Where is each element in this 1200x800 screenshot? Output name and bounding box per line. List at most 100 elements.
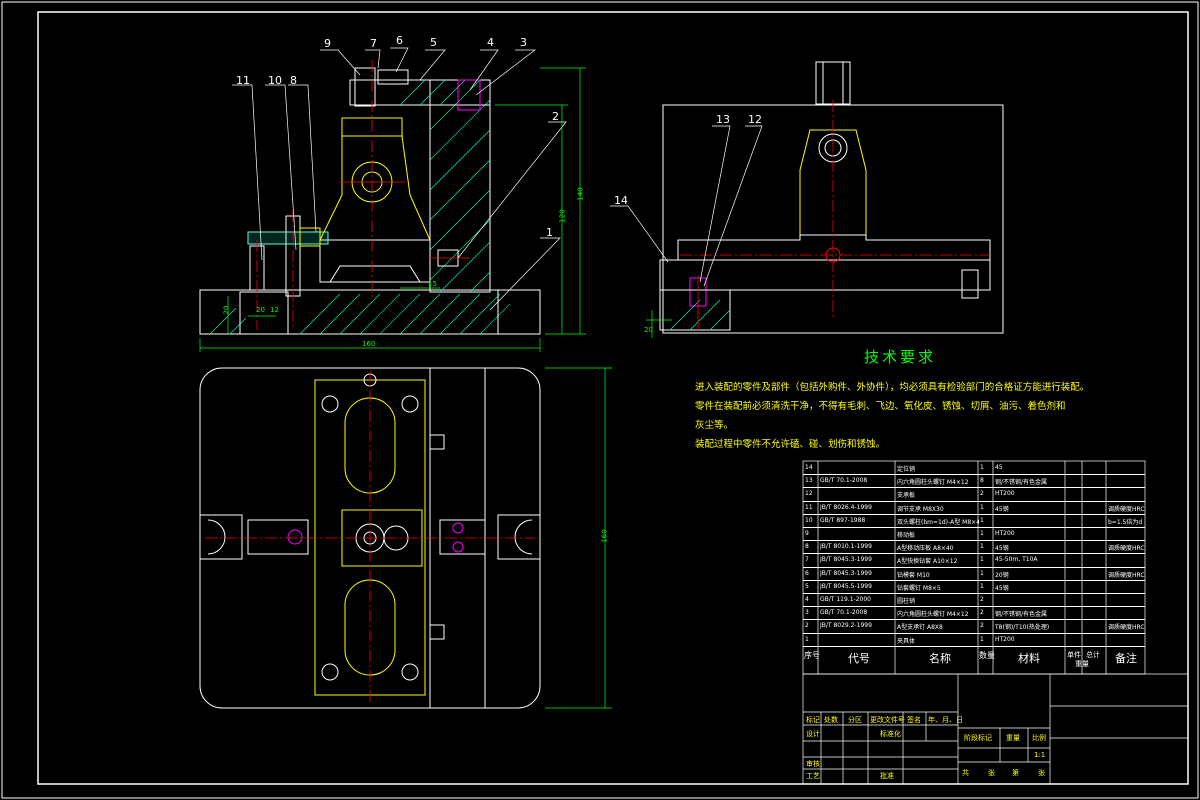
bom-cell-no: 6	[805, 569, 809, 577]
bom-cell-qty: 2	[980, 596, 984, 603]
bom-header-name: 名称	[929, 651, 951, 665]
bom-cell-no: 13	[805, 477, 813, 485]
balloon-12: 12	[748, 113, 762, 126]
bom-row	[803, 606, 1145, 608]
bom-cell-qty: 1	[980, 569, 984, 577]
tb-sheet-no: 第	[1012, 769, 1019, 777]
bom-cell-qty: 1	[980, 582, 984, 590]
bom-cell-no: 7	[805, 556, 809, 564]
bom-row	[803, 487, 1145, 489]
bom-row	[803, 474, 1145, 476]
tb-standard: 标准化	[880, 730, 901, 738]
balloon-8: 8	[290, 74, 297, 87]
tb-approve: 批准	[880, 772, 894, 780]
front-view	[199, 47, 586, 352]
balloon-13: 13	[716, 113, 730, 126]
tb-sheets-unit1: 张	[988, 769, 995, 777]
bom-cell-name: 支承板	[897, 492, 916, 500]
side-view	[610, 61, 1004, 338]
bom-cell-qty: 2	[980, 490, 984, 498]
bom-cell-code: JB/T 8026.4-1999	[820, 503, 872, 511]
tb-sheets-unit2: 张	[1038, 769, 1045, 777]
bom-row	[803, 513, 1145, 515]
bom-header-material: 材料	[1018, 651, 1040, 665]
bom-header-code: 代号	[848, 651, 870, 665]
bom-cell-name: 夹具体	[897, 637, 916, 645]
bom-cell-code: JB/T 8045.3-1999	[820, 569, 872, 577]
balloon-6: 6	[396, 34, 403, 47]
balloon-1: 1	[546, 226, 553, 239]
bom-header-total_w: 总计	[1086, 650, 1100, 659]
balloon-5: 5	[430, 36, 437, 49]
tb-process: 工艺	[806, 772, 820, 780]
bom-cell-code: JB/T 8029.2-1999	[820, 622, 872, 630]
dim-side: 20	[644, 326, 653, 334]
bom-row	[803, 619, 1145, 621]
balloon-3: 3	[520, 36, 527, 49]
bom-row	[803, 632, 1145, 634]
bom-cell-note: b=1.5倍为d	[1108, 518, 1143, 526]
tech-line: 装配过程中零件不允许磕、碰、划伤和锈蚀。	[695, 439, 886, 450]
bom-cell-qty: 1	[980, 543, 984, 551]
tb-change-doc: 更改文件号	[870, 716, 905, 724]
bom-cell-no: 12	[805, 490, 813, 498]
bom-cell-qty: 1	[980, 516, 984, 524]
bom-cell-name: 定位销	[897, 466, 916, 473]
balloon-10: 10	[268, 74, 282, 87]
bom-cell-material: 45钢	[995, 584, 1009, 592]
bom-cell-material: 45钢	[995, 505, 1009, 513]
bom-cell-name: A型支承钉 A8X8	[897, 624, 943, 632]
balloon-4: 4	[487, 36, 494, 49]
balloon-11: 11	[236, 74, 250, 87]
bom-cell-note: 调质硬度HRC	[1108, 571, 1145, 579]
bom-cell-qty: 2	[980, 622, 984, 630]
bom-cell-name: 双头螺柱(bm=1d)-A型 M8×40	[897, 518, 979, 526]
bom-cell-material: 钢/不锈钢/有色金属	[995, 479, 1048, 487]
bom-cell-no: 4	[805, 596, 809, 603]
bom-cell-code: GB/T 119.1-2000	[820, 596, 871, 603]
tb-sheets-total: 共	[962, 769, 969, 777]
tech-line: 进入装配的零件及部件（包括外购件、外协件），均必须具有检验部门的合格证方能进行装…	[695, 382, 1090, 393]
bom-cell-name: 移动板	[897, 532, 916, 539]
dim-slot: 15	[428, 280, 437, 288]
tb-zone: 分区	[848, 716, 862, 724]
bom-row	[803, 566, 1145, 568]
tb-weight: 重量	[1006, 734, 1020, 742]
bom-cell-no: 3	[805, 609, 809, 617]
title-block-grid	[802, 673, 1189, 785]
bom-cell-name: 调节支承 M8X30	[897, 505, 944, 513]
bom-cell-no: 2	[805, 622, 809, 630]
bom-row	[803, 527, 1145, 528]
bom-row	[803, 540, 1145, 542]
bom-cell-name: 内六角圆柱头螺钉 M4×12	[897, 611, 969, 619]
tb-review: 审核	[806, 760, 820, 768]
inner-frame	[37, 11, 1189, 785]
bom-row	[803, 579, 1145, 581]
bom-row	[803, 593, 1145, 594]
bom-cell-material: HT200	[995, 490, 1015, 498]
bom-cell-no: 14	[805, 464, 813, 471]
bom-cell-qty: 1	[980, 503, 984, 511]
bom-cell-code: GB/T 70.1-2008	[820, 477, 868, 485]
bom-cell-no: 1	[805, 635, 809, 643]
bom-cell-code: JB/T 8045.5-1999	[820, 582, 872, 590]
tb-mark: 标记	[806, 716, 820, 724]
bom-cell-name: 内六角圆柱头螺钉 M4×12	[897, 479, 969, 487]
bom-cell-no: 9	[805, 530, 809, 537]
tb-stage: 阶段标记	[964, 734, 992, 742]
bom-cell-qty: 1	[980, 556, 984, 564]
tb-design: 设计	[806, 730, 820, 738]
balloon-14: 14	[614, 194, 628, 207]
bom-cell-no: 11	[805, 503, 813, 511]
bom-cell-material: 45钢	[995, 545, 1009, 553]
bom-row	[803, 553, 1145, 555]
bom-cell-qty: 1	[980, 530, 984, 537]
tb-count: 处数	[824, 716, 838, 724]
bom-cell-material: HT200	[995, 530, 1015, 537]
bom-cell-material: 45-50m, T10A	[995, 556, 1038, 564]
